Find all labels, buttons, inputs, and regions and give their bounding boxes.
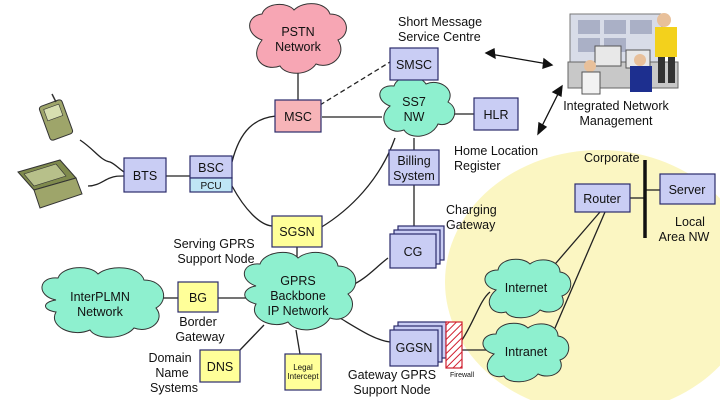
legal-label-1: Legal: [293, 363, 313, 372]
pcu-label: PCU: [200, 181, 221, 192]
link-gprs-dns: [239, 324, 265, 351]
link-bsc-sgsn: [231, 185, 273, 227]
operators-icon: [567, 13, 679, 95]
bg-box: [177, 281, 219, 313]
bsc-label: BSC: [198, 161, 224, 175]
arrows: [484, 48, 563, 136]
firewall-icon: [445, 321, 463, 369]
link-phone-bts: [79, 139, 125, 173]
arrow-head-smsc: [484, 48, 496, 60]
ss7-label-1: SS7: [402, 95, 426, 109]
interplmn-label-2: Network: [77, 305, 124, 319]
gprs-label-2: Backbone: [270, 289, 326, 303]
server-box: [659, 173, 716, 205]
ss7-cloud: [379, 76, 456, 137]
ggsn-caption-1: Gateway GPRS: [348, 368, 436, 382]
interplmn-label-1: InterPLMN: [70, 290, 130, 304]
gprs-label-3: IP Network: [268, 304, 330, 318]
cg-label: CG: [404, 245, 423, 259]
laptop-icon: [17, 159, 83, 209]
charging-caption-2: Gateway: [446, 218, 496, 232]
ss7-label-2: NW: [404, 110, 425, 124]
arrow-smsc-inm: [489, 53, 549, 65]
sgsn-caption-1: Serving GPRS: [173, 237, 254, 251]
server-label: Server: [669, 183, 706, 197]
router-label: Router: [583, 192, 621, 206]
interplmn-cloud: [41, 267, 165, 338]
intranet-label: Intranet: [505, 345, 548, 359]
bg-label: BG: [189, 291, 207, 305]
legal-label-2: Intercept: [287, 372, 319, 381]
hlr-box: [473, 97, 519, 131]
corporate-caption: Corporate: [584, 151, 640, 165]
link-gprs-ggsn: [339, 317, 391, 343]
hlr-label: HLR: [483, 108, 508, 122]
link-gprs-legal: [295, 329, 301, 355]
bg-caption-2: Gateway: [175, 330, 225, 344]
ggsn-label: GGSN: [396, 341, 433, 355]
billing-box: [388, 149, 440, 186]
msc-box: [274, 99, 322, 133]
link-firewall-internet: [461, 291, 491, 341]
bts-label: BTS: [133, 169, 157, 183]
link-intranet-router: [551, 211, 606, 336]
billing-label-1: Billing: [397, 154, 430, 168]
intranet-cloud: [482, 322, 570, 383]
inm-caption-1: Integrated Network: [563, 99, 669, 113]
dns-label: DNS: [207, 360, 233, 374]
router-box: [574, 183, 631, 213]
dns-box: [199, 349, 241, 383]
link-bsc-msc: [231, 115, 277, 163]
charging-caption-1: Charging: [446, 203, 497, 217]
dns-caption-1: Domain: [148, 351, 191, 365]
link-laptop-bts: [87, 175, 125, 187]
link-ss7-sgsn: [319, 137, 396, 229]
msc-label: MSC: [284, 110, 312, 124]
inm-caption-2: Management: [580, 114, 653, 128]
dns-caption-3: Systems: [150, 381, 198, 395]
arrow-head-inm: [542, 57, 554, 69]
hlr-caption-1: Home Location: [454, 144, 538, 158]
pstn-label-1: PSTN: [281, 25, 314, 39]
link-internet-router: [549, 211, 601, 271]
local-nw-caption-2: Area NW: [659, 230, 710, 244]
smsc-label: SMSC: [396, 58, 432, 72]
arrow-hlr-inm: [539, 89, 561, 131]
link-msc-smsc-dashed: [319, 61, 391, 106]
sgsn-box: [271, 215, 323, 248]
pcu-box: [189, 177, 233, 193]
sgsn-caption-2: Support Node: [177, 252, 254, 266]
bg-caption-1: Border: [179, 315, 217, 329]
ggsn-caption-2: Support Node: [353, 383, 430, 397]
pstn-cloud: [249, 3, 347, 74]
ggsn-box: [389, 329, 439, 367]
sgsn-label: SGSN: [279, 225, 314, 239]
pstn-label-2: Network: [275, 40, 322, 54]
arrow-head-inm-2: [551, 84, 563, 98]
gprs-label-1: GPRS: [280, 274, 315, 288]
legal-box: [284, 353, 322, 391]
internet-label: Internet: [505, 281, 548, 295]
smsc-caption-1: Short Message: [398, 15, 482, 29]
local-nw-caption-1: Local: [675, 215, 705, 229]
smsc-caption-2: Service Centre: [398, 30, 481, 44]
hlr-caption-2: Register: [454, 159, 501, 173]
cg-box: [389, 233, 437, 269]
smsc-box: [389, 47, 439, 81]
bts-box: [123, 157, 167, 193]
internet-cloud: [484, 258, 572, 319]
firewall-label: Firewall: [450, 372, 475, 379]
arrow-head-hlr: [537, 121, 548, 136]
billing-label-2: System: [393, 169, 435, 183]
mobile-phone-icon: [38, 93, 74, 141]
gprs-cloud: [244, 251, 357, 331]
dns-caption-2: Name: [155, 366, 188, 380]
